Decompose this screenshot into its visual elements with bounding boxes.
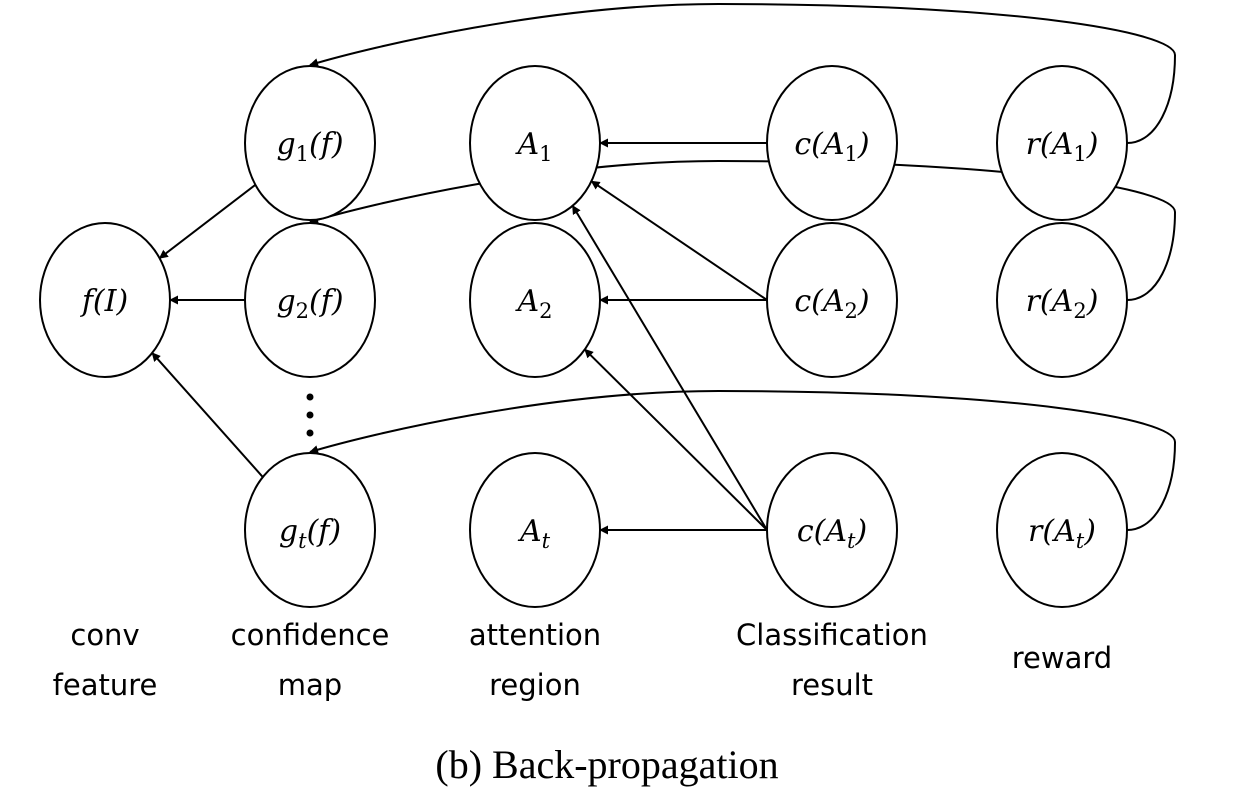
column-label-reward: reward <box>1012 641 1112 675</box>
ellipsis-dot <box>306 393 314 401</box>
node-label: r(A1) <box>1026 127 1099 166</box>
node-c1: c(A1) <box>766 65 898 221</box>
node-label: r(At) <box>1028 514 1096 553</box>
node-r1: r(A1) <box>996 65 1128 221</box>
node-A2: A2 <box>469 222 601 378</box>
node-circle <box>469 65 601 221</box>
node-circle <box>996 452 1128 608</box>
node-label: g1(f) <box>276 127 343 166</box>
node-label: gt(f) <box>279 514 341 553</box>
node-circle <box>766 452 898 608</box>
feedback-edge-r1-to-g1 <box>309 2 1177 144</box>
node-ct: c(At) <box>766 452 898 608</box>
edge-g1-to-f <box>158 184 257 259</box>
node-circle <box>996 65 1128 221</box>
node-f: f(I) <box>39 222 171 378</box>
node-g1: g1(f) <box>244 65 376 221</box>
node-r2: r(A2) <box>996 222 1128 378</box>
ellipsis-dot <box>306 411 314 419</box>
node-circle <box>244 65 376 221</box>
node-g2: g2(f) <box>244 222 376 378</box>
node-A1: A1 <box>469 65 601 221</box>
edge-ct-to-A2 <box>584 348 768 531</box>
node-label: At <box>517 514 551 553</box>
edges-layer <box>151 2 1177 535</box>
node-circle <box>244 222 376 378</box>
node-rt: r(At) <box>996 452 1128 608</box>
node-label: f(I) <box>80 284 128 319</box>
node-c2: c(A2) <box>766 222 898 378</box>
node-circle <box>996 222 1128 378</box>
edge-gt-to-f <box>151 352 264 478</box>
node-label: c(A2) <box>794 284 869 323</box>
node-circle <box>469 222 601 378</box>
node-label: A1 <box>514 127 552 166</box>
ellipsis-dots <box>306 393 314 437</box>
node-label: A2 <box>514 284 552 323</box>
figure-caption: (b) Back-propagation <box>435 742 778 787</box>
feedback-edge-r2-to-g2 <box>309 159 1177 301</box>
ellipsis-dot <box>306 429 314 437</box>
node-circle <box>244 452 376 608</box>
node-circle <box>39 222 171 378</box>
edge-c2-to-A1 <box>590 180 768 301</box>
node-circle <box>766 222 898 378</box>
feedback-edge-rt-to-gt <box>309 389 1177 531</box>
edge-ct-to-A1 <box>571 205 768 531</box>
node-label: r(A2) <box>1026 284 1099 323</box>
node-label: g2(f) <box>276 284 343 323</box>
node-circle <box>469 452 601 608</box>
node-At: At <box>469 452 601 608</box>
node-circle <box>766 65 898 221</box>
node-label: c(At) <box>797 514 867 553</box>
node-label: c(A1) <box>794 127 869 166</box>
node-gt: gt(f) <box>244 452 376 608</box>
